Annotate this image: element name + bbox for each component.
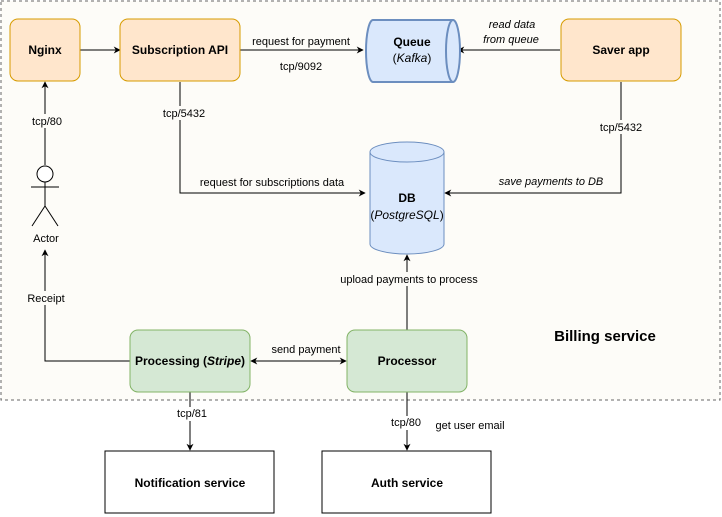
db-node[interactable]: DB (PostgreSQL) xyxy=(369,141,445,255)
edge-label-tcp-9092: tcp/9092 xyxy=(280,61,322,73)
processor-label: Processor xyxy=(378,354,437,368)
label-bg xyxy=(175,407,209,421)
saver-app-node[interactable]: Saver app xyxy=(560,18,682,82)
queue-node[interactable]: Queue (Kafka) xyxy=(365,19,461,83)
edge-label-get-user-email: get user email xyxy=(435,420,504,432)
notification-service-label: Notification service xyxy=(135,476,246,490)
saver-app-label: Saver app xyxy=(592,43,649,57)
label-bg xyxy=(30,114,60,128)
label-bg xyxy=(338,272,482,286)
edge-label-request-for-payment: request for payment xyxy=(252,36,350,48)
queue-label: Queue xyxy=(393,35,431,49)
actor-label: Actor xyxy=(33,233,59,245)
actor-node[interactable]: Actor xyxy=(31,165,59,245)
edge-label-send-payment: send payment xyxy=(271,344,340,356)
label-bg xyxy=(160,106,204,120)
subscription-api-label: Subscription API xyxy=(132,43,228,57)
edge-label-read-data-2: from queue xyxy=(483,34,539,46)
edge-label-upload-payments: upload payments to process xyxy=(340,274,478,286)
auth-service-node[interactable]: Auth service xyxy=(321,450,492,514)
processing-node[interactable]: Processing (Stripe) xyxy=(129,329,251,393)
edge-label-read-data-1: read data xyxy=(489,19,535,31)
nginx-node[interactable]: Nginx xyxy=(9,18,81,82)
edge-processing-to-actor xyxy=(41,249,130,362)
actor-icon xyxy=(36,165,54,183)
label-bg xyxy=(24,291,68,305)
label-bg xyxy=(389,416,423,430)
edge-label-receipt: Receipt xyxy=(27,293,64,305)
processor-node[interactable]: Processor xyxy=(346,329,468,393)
edge-label-tcp-81: tcp/81 xyxy=(177,408,207,420)
notification-service-node[interactable]: Notification service xyxy=(104,450,275,514)
edge-label-request-subscriptions: request for subscriptions data xyxy=(200,177,345,189)
auth-service-label: Auth service xyxy=(371,476,443,490)
edge-label-tcp-80-actor: tcp/80 xyxy=(32,116,62,128)
queue-sublabel: (Kafka) xyxy=(393,51,432,65)
subscription-api-node[interactable]: Subscription API xyxy=(119,18,241,82)
db-sublabel: (PostgreSQL) xyxy=(370,208,443,222)
billing-service-title: Billing service xyxy=(554,328,656,345)
label-bg xyxy=(598,120,644,134)
db-label: DB xyxy=(398,191,416,205)
edge-label-tcp-5432-api: tcp/5432 xyxy=(163,108,205,120)
edge-label-tcp-5432-saver: tcp/5432 xyxy=(600,122,642,134)
nginx-label: Nginx xyxy=(28,43,62,57)
edge-label-save-payments: save payments to DB xyxy=(499,176,604,188)
edge-label-tcp-80-auth: tcp/80 xyxy=(391,417,421,429)
edge-saver-to-db xyxy=(444,82,622,197)
processing-label: Processing (Stripe) xyxy=(135,354,245,368)
